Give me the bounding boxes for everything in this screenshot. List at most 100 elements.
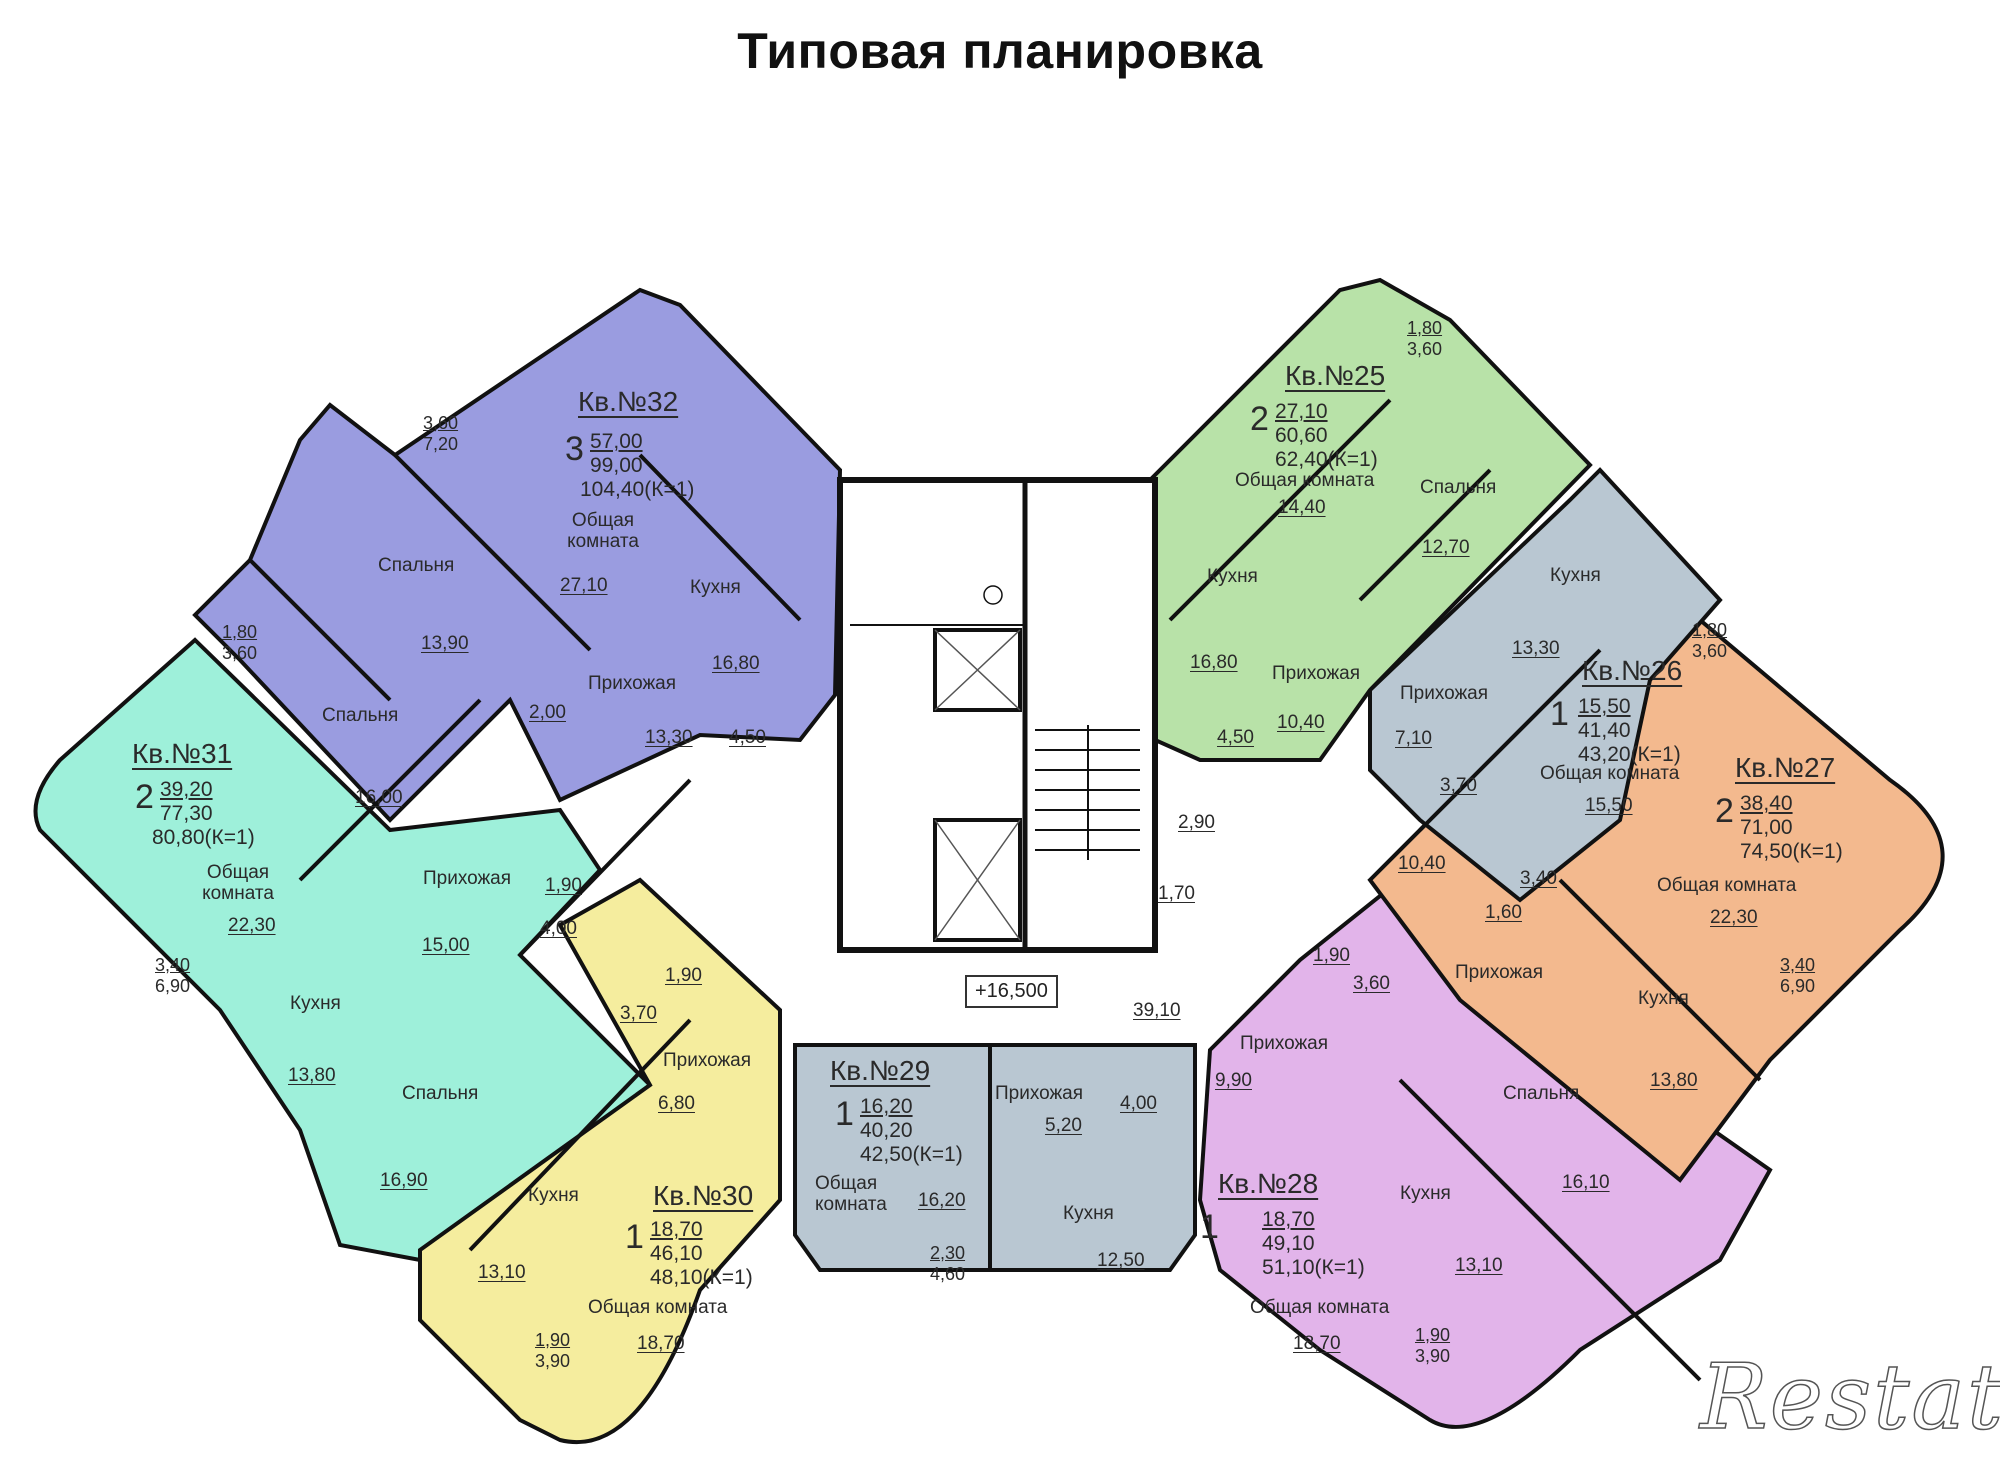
core-walls (837, 477, 1158, 953)
room-area: 13,30 (1512, 638, 1560, 659)
room-name: Прихожая (1240, 1033, 1329, 1054)
total-area-k: 104,40(К=1) (580, 478, 695, 501)
room-area: 16,90 (380, 1170, 428, 1191)
room-area: 4,50 (729, 727, 766, 748)
living-area: 18,70 (650, 1218, 703, 1241)
room-name: Кухня (1550, 565, 1601, 586)
room-name: Кухня (690, 577, 741, 598)
corridor-area: 39,10 (1133, 1000, 1181, 1021)
total-area: 49,10 (1262, 1232, 1315, 1255)
room-name: Прихожая (1272, 663, 1361, 684)
room-name: Спальня (1503, 1083, 1580, 1104)
total-area-k: 42,50(К=1) (860, 1143, 963, 1166)
room-area: 13,80 (1650, 1070, 1698, 1091)
area-figures: 16,20 40,20 42,50(К=1) (860, 1095, 963, 1167)
apartment-label: Кв.№25 (1285, 360, 1386, 391)
room-name: Прихожая (1455, 962, 1544, 983)
room-name: Общая комната (1657, 875, 1797, 896)
room-name: Общая комната (202, 862, 274, 904)
room-area: 3,70 (1440, 775, 1477, 796)
total-area-k: 80,80(К=1) (152, 826, 255, 849)
living-area: 15,50 (1578, 695, 1631, 718)
room-area: 4,00 (540, 918, 577, 939)
room-area: 1,90 (1313, 945, 1350, 966)
area-figures: 27,10 60,60 62,40(К=1) (1275, 400, 1378, 472)
apartment-label: Кв.№26 (1582, 655, 1683, 686)
apartment-label: Кв.№28 (1218, 1168, 1319, 1199)
total-area: 40,20 (860, 1119, 913, 1142)
balcony-area: 1,80 3,60 (222, 622, 258, 663)
area-figures: 18,70 49,10 51,10(К=1) (1262, 1208, 1365, 1280)
apartment-label: Кв.№27 (1735, 752, 1836, 783)
total-area: 41,40 (1578, 719, 1631, 742)
living-area: 38,40 (1740, 792, 1793, 815)
living-area: 27,10 (1275, 400, 1328, 423)
total-area: 71,00 (1740, 816, 1793, 839)
page-title: Типовая планировка (737, 23, 1263, 79)
room-area: 1,90 (545, 875, 582, 896)
balcony-area: 1,80 3,60 (1692, 620, 1728, 661)
watermark-logo: Restate (1699, 1344, 2000, 1451)
room-area: 15,50 (1585, 795, 1633, 816)
room-area: 6,80 (658, 1093, 695, 1114)
room-area: 1,90 (665, 965, 702, 986)
balcony-area: 1,80 3,60 (1407, 318, 1443, 359)
room-area: 15,00 (422, 935, 470, 956)
apartment-32-area[interactable] (192, 287, 843, 823)
room-area: 16,20 (918, 1190, 966, 1211)
total-area: 77,30 (160, 802, 213, 825)
room-name: Кухня (1638, 988, 1689, 1009)
balcony-area: 3,60 7,20 (423, 413, 459, 454)
room-area: 27,10 (560, 575, 608, 596)
total-area-k: 62,40(К=1) (1275, 448, 1378, 471)
room-name: Общая комната (588, 1297, 728, 1318)
living-area: 18,70 (1262, 1208, 1315, 1231)
room-area: 4,50 (1217, 727, 1254, 748)
stair-icon (1035, 725, 1140, 860)
total-area: 46,10 (650, 1242, 703, 1265)
room-name: Спальня (402, 1083, 479, 1104)
area-figures: 18,70 46,10 48,10(К=1) (650, 1218, 753, 1290)
room-area: 13,30 (645, 727, 693, 748)
room-count: 3 (565, 430, 584, 468)
living-area: 16,20 (860, 1095, 913, 1118)
room-name: Кухня (290, 993, 341, 1014)
room-area: 9,90 (1215, 1070, 1252, 1091)
room-count: 2 (135, 778, 154, 816)
room-area: 13,10 (478, 1262, 526, 1283)
room-name: Общая комната (567, 510, 639, 552)
room-name: Прихожая (423, 868, 512, 889)
room-count: 2 (1250, 400, 1269, 438)
apartment-29-area[interactable] (793, 1043, 1197, 1272)
room-area: 22,30 (228, 915, 276, 936)
total-area-k: 43,20(К=1) (1578, 743, 1681, 766)
apartment-label: Кв.№32 (578, 386, 679, 417)
room-area: 16,10 (1562, 1172, 1610, 1193)
room-name: Общая комната (1250, 1297, 1390, 1318)
area-figures: 15,50 41,40 43,20(К=1) (1578, 695, 1681, 767)
room-count: 1 (1200, 1208, 1219, 1246)
room-area: 12,50 (1097, 1250, 1145, 1271)
room-area: 3,40 (1520, 868, 1557, 889)
smoke-sensor-icon (983, 585, 1003, 605)
level-mark: +16,500 (965, 975, 1058, 1008)
room-area: 4,00 (1120, 1093, 1157, 1114)
balcony-area: 1,90 3,90 (535, 1330, 571, 1371)
total-area-k: 51,10(К=1) (1262, 1256, 1365, 1279)
room-area: 1,60 (1485, 902, 1522, 923)
room-area: 10,40 (1277, 712, 1325, 733)
room-area: 2,00 (529, 702, 566, 723)
room-count: 2 (1715, 792, 1734, 830)
apartment-28-area[interactable] (1197, 877, 1773, 1429)
room-area: 18,70 (637, 1333, 685, 1354)
total-area-k: 74,50(К=1) (1740, 840, 1843, 863)
room-area: 22,30 (1710, 907, 1758, 928)
room-area: 13,10 (1455, 1255, 1503, 1276)
room-name: Прихожая (1400, 683, 1489, 704)
apartment-25-area[interactable] (1147, 277, 1593, 762)
room-name: Прихожая (588, 673, 677, 694)
room-name: Кухня (1400, 1183, 1451, 1204)
apartment-label: Кв.№31 (132, 738, 233, 769)
room-count: 1 (625, 1218, 644, 1256)
